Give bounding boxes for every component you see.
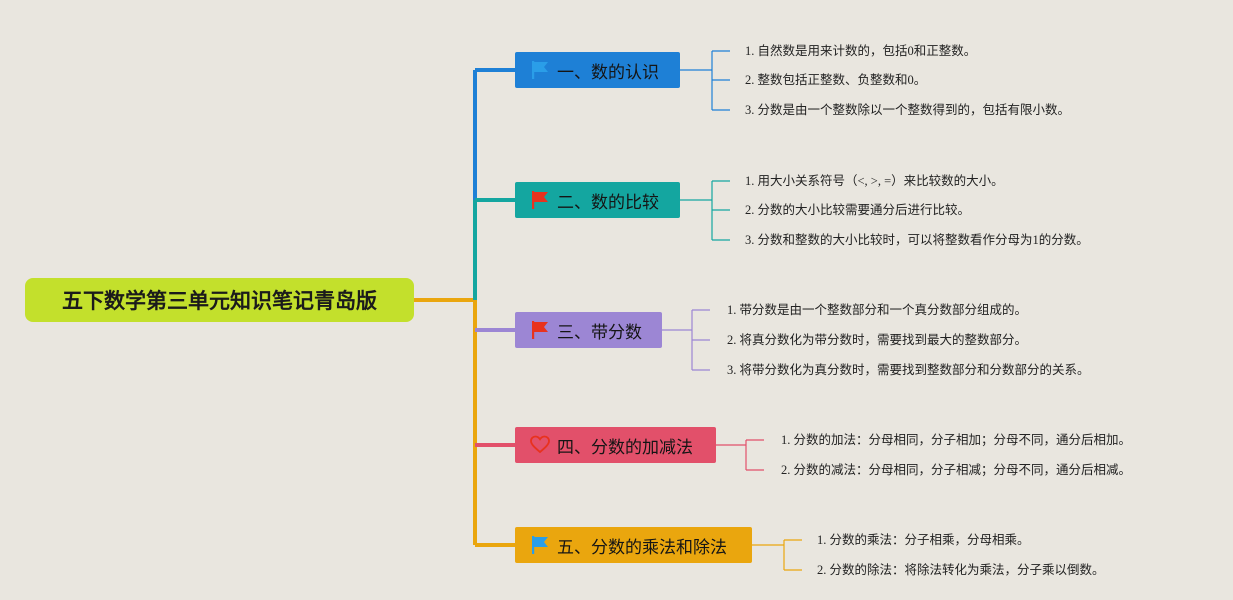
heart-icon <box>529 434 551 456</box>
branch-topic-2[interactable]: 二、数的比较 <box>515 182 680 218</box>
branch-topic-5[interactable]: 五、分数的乘法和除法 <box>515 527 752 563</box>
branch-topic-4[interactable]: 四、分数的加减法 <box>515 427 716 463</box>
leaf-item[interactable]: 1. 分数的乘法：分子相乘，分母相乘。 <box>817 533 1030 547</box>
leaf-item[interactable]: 1. 自然数是用来计数的，包括0和正整数。 <box>745 44 977 58</box>
leaf-item[interactable]: 2. 分数的大小比较需要通分后进行比较。 <box>745 203 971 217</box>
leaf-item[interactable]: 2. 将真分数化为带分数时，需要找到最大的整数部分。 <box>727 333 1028 347</box>
flag-icon <box>529 189 551 211</box>
leaf-item[interactable]: 3. 分数是由一个整数除以一个整数得到的，包括有限小数。 <box>745 103 1071 117</box>
branch-topic-1[interactable]: 一、数的认识 <box>515 52 680 88</box>
branch-label: 一、数的认识 <box>557 62 659 83</box>
leaf-item[interactable]: 3. 将带分数化为真分数时，需要找到整数部分和分数部分的关系。 <box>727 363 1090 377</box>
leaf-item[interactable]: 2. 分数的减法：分母相同，分子相减；分母不同，通分后相减。 <box>781 463 1132 477</box>
branch-label: 四、分数的加减法 <box>557 437 693 458</box>
leaf-item[interactable]: 1. 带分数是由一个整数部分和一个真分数部分组成的。 <box>727 303 1028 317</box>
leaf-item[interactable]: 1. 分数的加法：分母相同，分子相加；分母不同，通分后相加。 <box>781 433 1132 447</box>
leaf-item[interactable]: 2. 分数的除法：将除法转化为乘法，分子乘以倒数。 <box>817 563 1105 577</box>
branch-topic-3[interactable]: 三、带分数 <box>515 312 662 348</box>
branch-label: 三、带分数 <box>557 322 642 343</box>
root-topic[interactable]: 五下数学第三单元知识笔记青岛版 <box>25 278 414 322</box>
flag-icon <box>529 534 551 556</box>
leaf-item[interactable]: 3. 分数和整数的大小比较时，可以将整数看作分母为1的分数。 <box>745 233 1089 247</box>
leaf-item[interactable]: 1. 用大小关系符号（<, >, =）来比较数的大小。 <box>745 174 1004 188</box>
branch-label: 二、数的比较 <box>557 192 659 213</box>
flag-icon <box>529 59 551 81</box>
branch-label: 五、分数的乘法和除法 <box>557 537 727 558</box>
leaf-item[interactable]: 2. 整数包括正整数、负整数和0。 <box>745 73 927 87</box>
flag-icon <box>529 319 551 341</box>
